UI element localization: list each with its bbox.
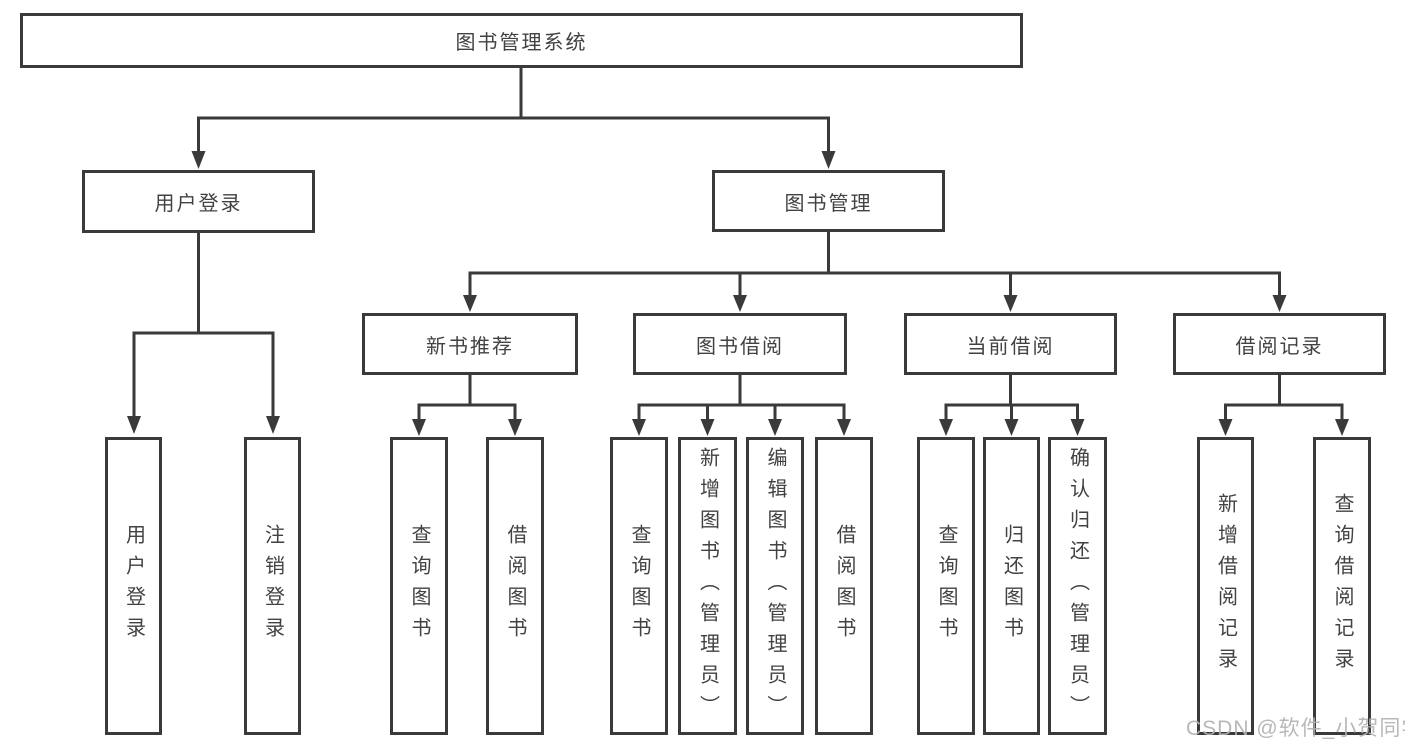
node-book-management-label: 图书管理 [784,192,873,215]
leaf-query-borrow-record-label: 查询借阅记录 [1331,493,1353,679]
leaf-query-books-recommend-label: 查询图书 [408,524,430,648]
node-user-login-branch-label: 用户登录 [154,193,243,215]
watermark-text: CSDN @软件_小贺同学 [1186,717,1405,740]
leaf-logout-label: 注销登录 [261,524,284,648]
leaf-borrow-books-recommend: 借阅图书 [486,437,544,735]
leaf-user-login: 用户登录 [105,437,162,735]
node-current-borrow-label: 当前借阅 [966,335,1055,358]
leaf-return-book: 归还图书 [983,437,1040,735]
leaf-add-book-admin: 新增图书（管理员） [678,437,737,735]
leaf-return-book-label: 归还图书 [1000,524,1023,648]
leaf-logout: 注销登录 [244,437,301,735]
node-borrow-records-label: 借阅记录 [1235,335,1324,358]
leaf-add-borrow-record-label: 新增借阅记录 [1214,493,1237,679]
leaf-query-books-borrow: 查询图书 [610,437,668,735]
node-borrow-records: 借阅记录 [1173,313,1386,375]
node-book-management: 图书管理 [712,170,945,232]
leaf-user-login-label: 用户登录 [122,524,145,648]
leaf-borrow-books-recommend-label: 借阅图书 [504,524,526,648]
leaf-edit-book-admin-label: 编辑图书（管理员） [764,446,786,726]
node-root-label: 图书管理系统 [455,32,588,54]
node-root: 图书管理系统 [20,13,1023,68]
node-book-borrow-label: 图书借阅 [696,335,784,358]
leaf-add-book-admin-label: 新增图书（管理员） [696,446,719,726]
leaf-confirm-return-admin: 确认归还（管理员） [1048,437,1107,735]
leaf-query-books-current: 查询图书 [917,437,975,735]
node-new-book-recommend: 新书推荐 [362,313,578,375]
leaf-borrow-books-label: 借阅图书 [833,524,855,648]
leaf-query-borrow-record: 查询借阅记录 [1313,437,1371,735]
leaf-query-books-recommend: 查询图书 [390,437,448,735]
leaf-query-books-current-label: 查询图书 [935,524,957,648]
node-book-borrow: 图书借阅 [633,313,847,375]
node-new-book-recommend-label: 新书推荐 [426,335,514,358]
node-user-login-branch: 用户登录 [82,170,315,233]
leaf-borrow-books: 借阅图书 [815,437,873,735]
leaf-query-books-borrow-label: 查询图书 [628,524,650,648]
leaf-add-borrow-record: 新增借阅记录 [1197,437,1254,735]
node-current-borrow: 当前借阅 [904,313,1117,375]
leaf-edit-book-admin: 编辑图书（管理员） [746,437,804,735]
leaf-confirm-return-admin-label: 确认归还（管理员） [1066,446,1089,726]
